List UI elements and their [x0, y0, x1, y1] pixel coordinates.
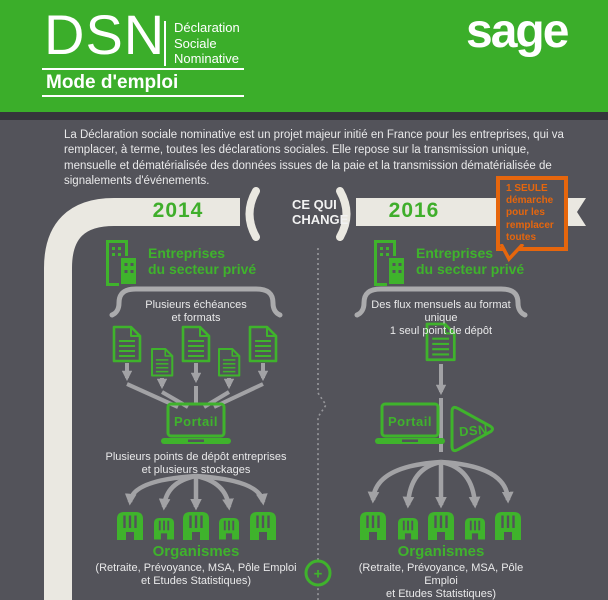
dsn-play-icon [450, 405, 494, 453]
center-divider [317, 248, 327, 600]
diverging-arrows [124, 473, 268, 511]
col2014-organisms-detail-line2: et Etudes Statistiques) [140, 575, 252, 587]
laptop-portal-icon [161, 402, 231, 444]
col2016-title: Entreprises du secteur privé [416, 245, 524, 277]
laptop-portal-icon [375, 402, 445, 444]
year-2014: 2014 [152, 199, 204, 222]
col2014-title-line1: Entreprises [148, 245, 226, 261]
col2016-brace-line2: 1 seul point de dépôt [389, 325, 493, 337]
col2016-title-line1: Entreprises [416, 245, 494, 261]
diverging-arrows [367, 459, 514, 509]
callout-line4: remplacer [506, 219, 554, 231]
logo-subtitle-line2: Sociale [174, 35, 217, 51]
sage-logo: sage [466, 5, 569, 58]
col2014-organisms-detail: (Retraite, Prévoyance, MSA, Pôle Emploi … [95, 562, 296, 588]
callout-line2: démarche [506, 195, 554, 207]
col2014-brace-text: Plusieurs échéances et formats [145, 299, 247, 325]
bank-icon [358, 510, 523, 542]
header-rule-bottom [42, 95, 244, 97]
callout-line5: toutes [506, 231, 536, 243]
col2014-deposit-text: Plusieurs points de dépôt entreprises et… [106, 451, 287, 477]
dsn-logo: DSN [44, 3, 166, 66]
col2016-organisms-detail: (Retraite, Prévoyance, MSA, Pôle Emploi … [358, 562, 525, 600]
col2016-title-line2: du secteur privé [416, 261, 525, 277]
col2016-organisms-title: Organismes [397, 543, 485, 560]
callout-line3: pour les [506, 207, 545, 219]
col2014-organisms-title: Organismes [152, 543, 240, 560]
col2016-portal-label: Portail [388, 414, 432, 429]
col2016-brace-text: Des flux mensuels au format unique 1 seu… [358, 299, 525, 338]
ribbon-fork-icon [566, 198, 586, 226]
col2016-organisms-detail-line2: et Etudes Statistiques) [385, 588, 497, 600]
logo-subtitle: Déclaration Sociale Nominative [174, 20, 240, 67]
brace-icon [354, 286, 528, 318]
col2014-deposit-line2: et plusieurs stockages [141, 464, 251, 476]
plus-icon [304, 559, 332, 587]
plus-sign: + [314, 566, 323, 583]
center-change-line2: CHANGE [292, 212, 349, 227]
col2014-deposit-line1: Plusieurs points de dépôt entreprises [105, 451, 287, 463]
year-2016: 2016 [388, 199, 440, 222]
callout-line1: 1 SEULE [506, 183, 548, 194]
tagline: Mode d'emploi [46, 72, 179, 93]
col2016-dsn-label: DSN [458, 421, 489, 440]
converging-arrows [121, 363, 269, 409]
header-shadow-divider [0, 112, 608, 120]
intro-paragraph: La Déclaration sociale nominative est un… [64, 129, 564, 188]
center-change-line1: CE QUI [292, 197, 337, 212]
col2016-brace-line1: Des flux mensuels au format unique [371, 299, 511, 324]
speech-bubble-icon: 1 SEULE démarche pour les remplacer tout… [496, 176, 568, 251]
bank-icon [115, 510, 278, 542]
brace-icon [109, 286, 283, 318]
col2016-organisms-detail-line1: (Retraite, Prévoyance, MSA, Pôle Emploi [358, 562, 524, 587]
col2014-title-line2: du secteur privé [148, 261, 257, 277]
col2014-brace-line2: et formats [171, 312, 221, 324]
header [0, 0, 608, 112]
col2014-brace-line1: Plusieurs échéances [145, 299, 247, 311]
col2014-title: Entreprises du secteur privé [148, 245, 256, 277]
logo-separator [164, 21, 166, 66]
col2014-organisms-detail-line1: (Retraite, Prévoyance, MSA, Pôle Emploi [95, 562, 297, 574]
speech-bubble-tail [500, 244, 525, 262]
building-icon [374, 240, 407, 287]
col2014-portal-label: Portail [174, 414, 218, 429]
logo-subtitle-line1: Déclaration [174, 20, 240, 35]
parentheses-icon [245, 187, 351, 241]
logo-subtitle-line3: Nominative [174, 51, 240, 66]
building-icon [106, 240, 139, 287]
header-rule-top [42, 68, 244, 70]
center-change-label: CE QUI CHANGE [292, 197, 348, 227]
